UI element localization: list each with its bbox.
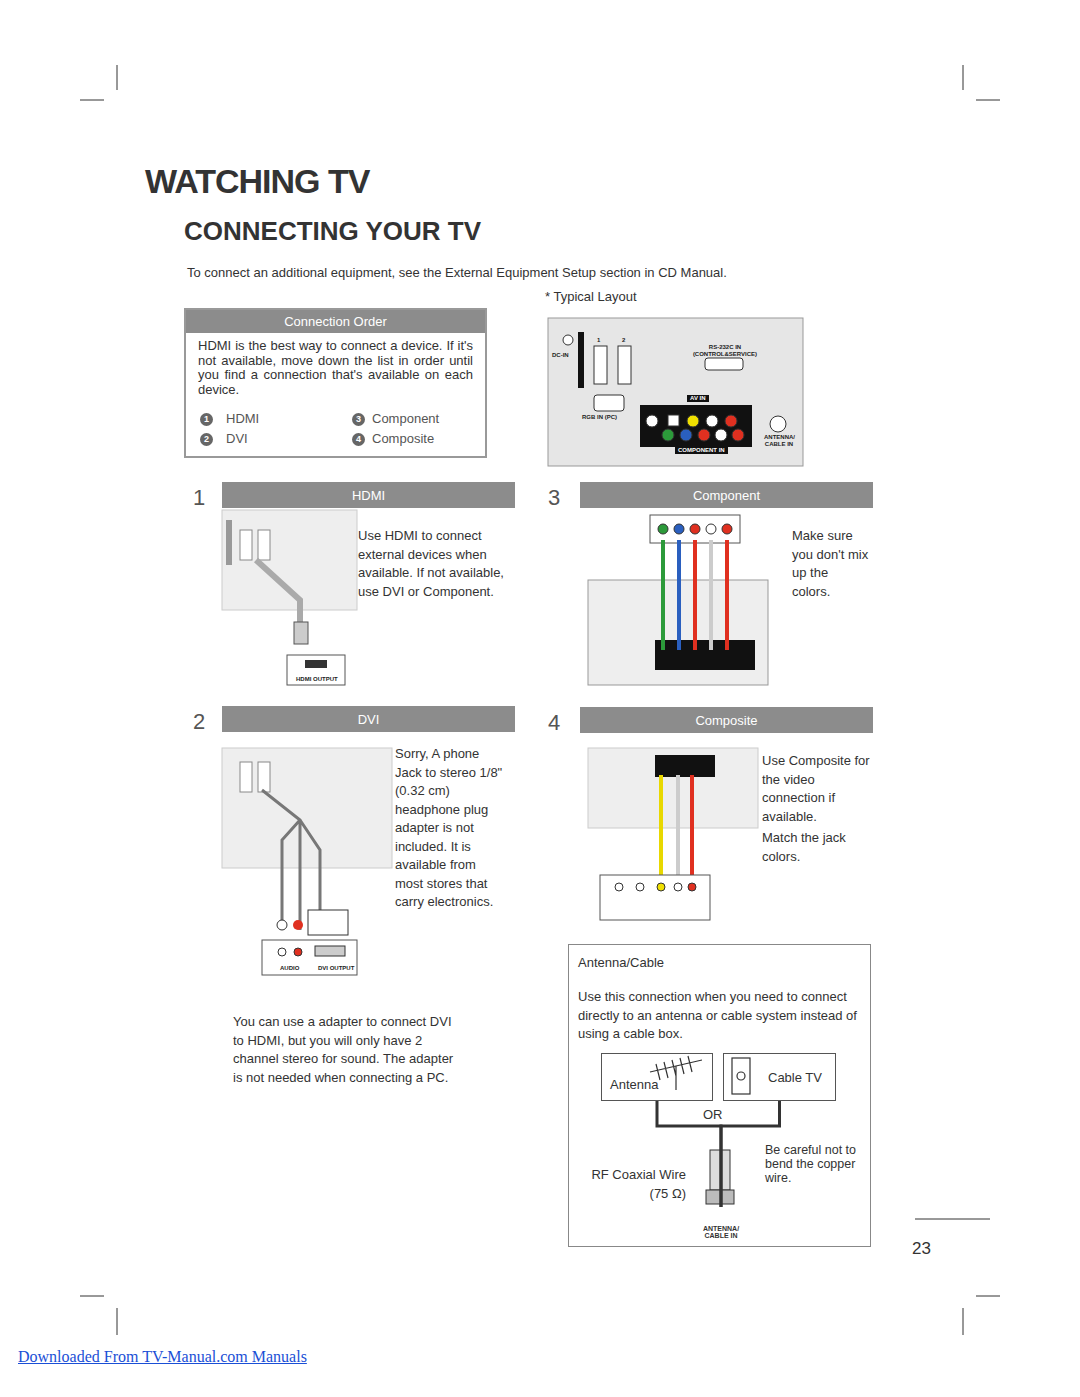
node-heading: Connection Order (186, 310, 485, 333)
text-label: DVI (226, 431, 248, 447)
text-label: 2 (622, 337, 625, 344)
node-heading: Component (693, 488, 760, 503)
text-label: 1 (597, 337, 600, 344)
text-label: Downloaded From TV-Manual.com Manuals (18, 1347, 307, 1367)
text-label: ANTENNA/ CABLE IN (764, 434, 794, 447)
text-label: COMPONENT IN (675, 447, 728, 454)
text-label: 4 (548, 709, 560, 737)
text-label: Make sure you don't mix up the colors. (792, 527, 870, 601)
text-label: 4 (352, 433, 365, 446)
text-label: You can use a adapter to connect DVI to … (233, 1013, 463, 1087)
node-box: DVI (222, 706, 515, 732)
text-label: RGB IN (PC) (582, 414, 617, 421)
text-label: * Typical Layout (545, 288, 637, 307)
node-heading: Composite (695, 713, 757, 728)
text-label: 2 (200, 433, 213, 446)
text-label: HDMI (226, 411, 259, 427)
node-heading: DVI (358, 712, 380, 727)
node-box: Composite (580, 707, 873, 733)
node-body: Use this connection when you need to con… (569, 978, 870, 1054)
text-label: Match the jack colors. (762, 829, 862, 866)
text-label: 1 (193, 484, 205, 512)
text-label: To connect an additional equipment, see … (187, 264, 727, 283)
node-heading: Cable TV (724, 1070, 822, 1085)
text-label: 23 (912, 1238, 931, 1259)
node-heading: Antenna (602, 1063, 658, 1092)
text-label: 3 (548, 484, 560, 512)
text-label: Use HDMI to connect external devices whe… (358, 527, 508, 601)
text-label: AV IN (687, 395, 709, 402)
node-heading: HDMI (352, 488, 385, 503)
page-title: WATCHING TV (145, 160, 369, 203)
text-label: 3 (352, 413, 365, 426)
text-label: Use Composite for the video connection i… (762, 752, 872, 826)
node-box: Antenna (601, 1053, 713, 1101)
node-box: ANTENNA/ CABLE IN (686, 1207, 756, 1241)
text-label: 1 (200, 413, 213, 426)
text-label: RF Coaxial Wire (75 Ω) (590, 1166, 686, 1203)
text-label: AUDIO (280, 965, 299, 972)
text-label: Be careful not to bend the copper wire. (765, 1143, 865, 1185)
node-heading: Antenna/Cable (569, 945, 870, 978)
text-label: 2 (193, 708, 205, 736)
text-label: Composite (372, 431, 434, 447)
text-label: DVI OUTPUT (318, 965, 354, 972)
text-label: Component (372, 411, 439, 427)
text-label: CONNECTING YOUR TV (184, 215, 481, 248)
text-label: OR (703, 1106, 723, 1125)
text-label: RS-232C IN (CONTROL&SERVICE) (690, 344, 760, 357)
node-box: HDMI (222, 482, 515, 508)
text-label: Sorry, A phone Jack to stereo 1/8" (0.32… (395, 745, 507, 912)
node-box: Cable TV (723, 1053, 836, 1101)
node-body: HDMI is the best way to connect a device… (186, 333, 485, 403)
node-heading: ANTENNA/ CABLE IN (700, 1224, 742, 1241)
node-box: Antenna/CableUse this connection when yo… (568, 944, 871, 1247)
text-label: DC-IN (552, 352, 569, 359)
node-box: Component (580, 482, 873, 508)
text-label: HDMI OUTPUT (296, 676, 338, 683)
